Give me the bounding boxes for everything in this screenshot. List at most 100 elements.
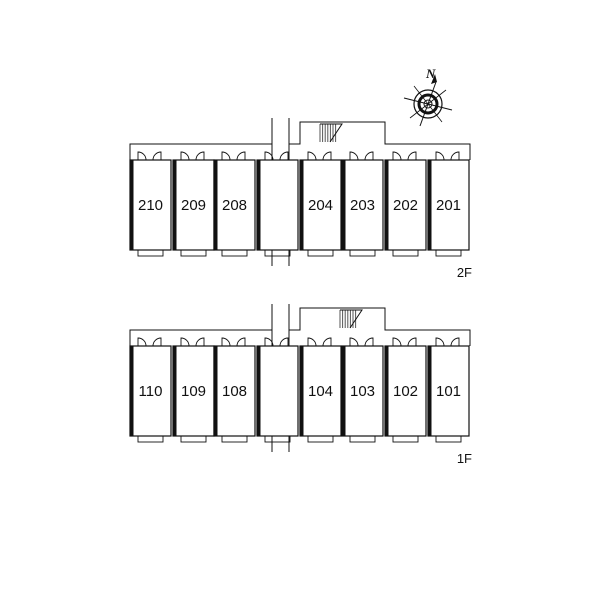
- door-swing-icon: [322, 151, 332, 161]
- door-swing-icon: [407, 151, 417, 161]
- unit-number: 202: [393, 197, 418, 214]
- door-swing-icon: [236, 151, 246, 161]
- unit-outline: [213, 159, 256, 251]
- unit-number: 201: [436, 197, 461, 214]
- door-swing-icon: [392, 337, 402, 347]
- unit-104: 104: [299, 337, 342, 443]
- unit-110: 110: [129, 337, 172, 443]
- door-swing-icon: [195, 151, 205, 161]
- balcony: [180, 435, 207, 443]
- balcony: [221, 249, 248, 257]
- unit-202: 202: [384, 151, 427, 257]
- balcony: [392, 249, 419, 257]
- door-swing-icon: [221, 151, 231, 161]
- unit-outline: [384, 345, 427, 437]
- unit-number: 204: [308, 197, 333, 214]
- balcony: [137, 435, 164, 443]
- unit-outline: [427, 159, 470, 251]
- door-swing-icon: [152, 151, 162, 161]
- door-swing-icon: [307, 151, 317, 161]
- corridor-outline-right: [288, 307, 471, 346]
- door-swing-icon: [264, 337, 274, 347]
- unit-outline: [341, 159, 384, 251]
- unit-103: 103: [341, 337, 384, 443]
- corridor-outline-left: [129, 329, 272, 346]
- unit-number: 103: [350, 383, 375, 400]
- unit-108: 108: [213, 337, 256, 443]
- door-swing-icon: [180, 151, 190, 161]
- unit-number: 102: [393, 383, 418, 400]
- balcony: [137, 249, 164, 257]
- door-swing-icon: [236, 337, 246, 347]
- door-swing-icon: [279, 151, 289, 161]
- floor-label: 1F: [457, 451, 472, 466]
- balcony: [307, 249, 334, 257]
- balcony: [349, 435, 376, 443]
- door-swing-icon: [221, 337, 231, 347]
- balcony: [180, 249, 207, 257]
- compass-rose-icon: [403, 74, 453, 127]
- unit-number: 108: [222, 383, 247, 400]
- door-swing-icon: [137, 151, 147, 161]
- door-swing-icon: [364, 337, 374, 347]
- unit-outline: [256, 159, 299, 251]
- unit-number: 203: [350, 197, 375, 214]
- unit-109: 109: [172, 337, 215, 443]
- unit-outline: [129, 345, 172, 437]
- balcony: [435, 435, 462, 443]
- unit-outline: [256, 345, 299, 437]
- stair-icon: [319, 123, 343, 143]
- unit-number: 208: [222, 197, 247, 214]
- door-swing-icon: [152, 337, 162, 347]
- door-swing-icon: [435, 337, 445, 347]
- unit-208: 208: [213, 151, 256, 257]
- door-swing-icon: [450, 337, 460, 347]
- door-swing-icon: [322, 337, 332, 347]
- unit-outline: [299, 159, 342, 251]
- door-swing-icon: [364, 151, 374, 161]
- unit-number: 210: [138, 197, 163, 214]
- compass-north-label: N: [425, 66, 436, 81]
- unit-blank: [256, 337, 299, 443]
- floor-label: 2F: [457, 265, 472, 280]
- door-swing-icon: [450, 151, 460, 161]
- balcony: [264, 249, 291, 257]
- unit-203: 203: [341, 151, 384, 257]
- balcony: [435, 249, 462, 257]
- door-swing-icon: [435, 151, 445, 161]
- balcony: [221, 435, 248, 443]
- balcony: [307, 435, 334, 443]
- door-swing-icon: [407, 337, 417, 347]
- door-swing-icon: [349, 337, 359, 347]
- door-swing-icon: [264, 151, 274, 161]
- unit-209: 209: [172, 151, 215, 257]
- corridor-outline-left: [129, 143, 272, 160]
- unit-102: 102: [384, 337, 427, 443]
- floor-2f: 210 209 208 204 203 202 201 2F: [129, 118, 472, 280]
- unit-210: 210: [129, 151, 172, 257]
- stair-icon: [339, 309, 363, 329]
- balcony: [349, 249, 376, 257]
- unit-number: 109: [181, 383, 206, 400]
- door-swing-icon: [392, 151, 402, 161]
- door-swing-icon: [279, 337, 289, 347]
- door-swing-icon: [180, 337, 190, 347]
- door-swing-icon: [137, 337, 147, 347]
- unit-outline: [172, 159, 215, 251]
- floor-1f: 110 109 108 104 103 102 101 1F: [129, 304, 472, 466]
- unit-outline: [129, 159, 172, 251]
- unit-blank: [256, 151, 299, 257]
- unit-101: 101: [427, 337, 470, 443]
- floors-layer: 210 209 208 204 203 202 201 2F 110 109 108 104 103 10…: [129, 118, 472, 466]
- door-swing-icon: [195, 337, 205, 347]
- unit-outline: [213, 345, 256, 437]
- unit-outline: [384, 159, 427, 251]
- balcony: [264, 435, 291, 443]
- unit-204: 204: [299, 151, 342, 257]
- door-swing-icon: [349, 151, 359, 161]
- unit-201: 201: [427, 151, 470, 257]
- unit-outline: [427, 345, 470, 437]
- corridor-outline-right: [288, 121, 471, 160]
- unit-outline: [341, 345, 384, 437]
